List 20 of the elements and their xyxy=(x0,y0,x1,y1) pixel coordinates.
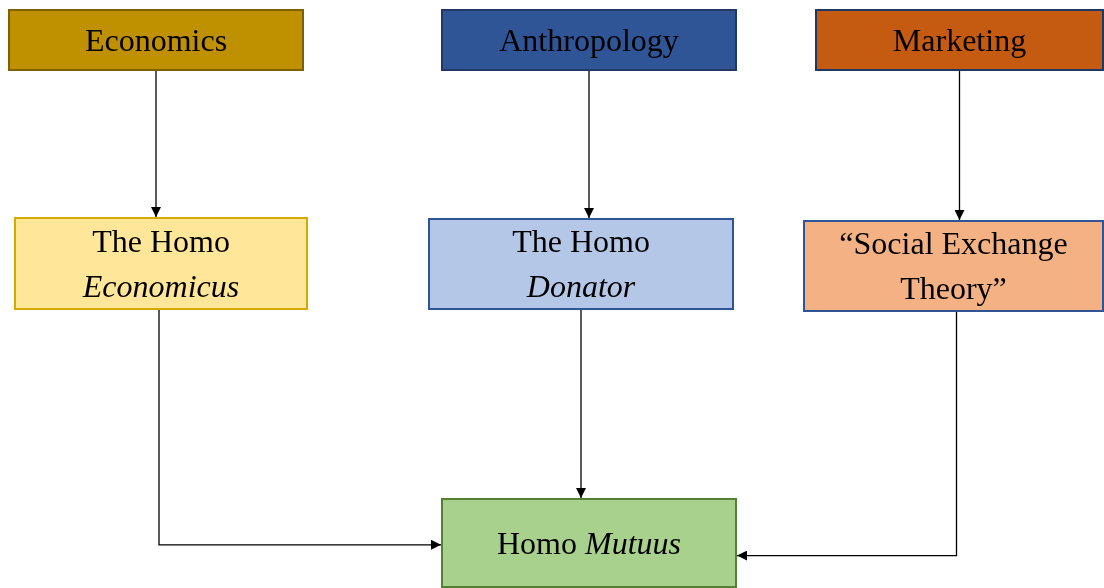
discipline-box xyxy=(8,9,304,71)
arrow xyxy=(584,70,594,219)
arrow xyxy=(576,309,586,499)
box-label: “Social Exchange Theory” xyxy=(838,224,1069,308)
box-label: Economics xyxy=(84,20,228,60)
concept-box xyxy=(14,217,308,310)
arrow xyxy=(954,70,965,221)
discipline-box xyxy=(441,9,737,71)
arrow xyxy=(158,309,442,550)
discipline-box xyxy=(815,9,1104,71)
box-label: The Homo Donator xyxy=(511,222,651,306)
box-label: Anthropology xyxy=(499,20,679,60)
arrow xyxy=(151,70,161,218)
box-label: Homo Mutuus xyxy=(497,523,681,563)
arrow xyxy=(736,311,958,561)
result-box xyxy=(441,498,737,588)
box-label: The Homo Economicus xyxy=(81,221,241,306)
concept-box xyxy=(803,220,1104,312)
concept-box xyxy=(428,218,734,310)
box-label: Marketing xyxy=(892,20,1027,60)
